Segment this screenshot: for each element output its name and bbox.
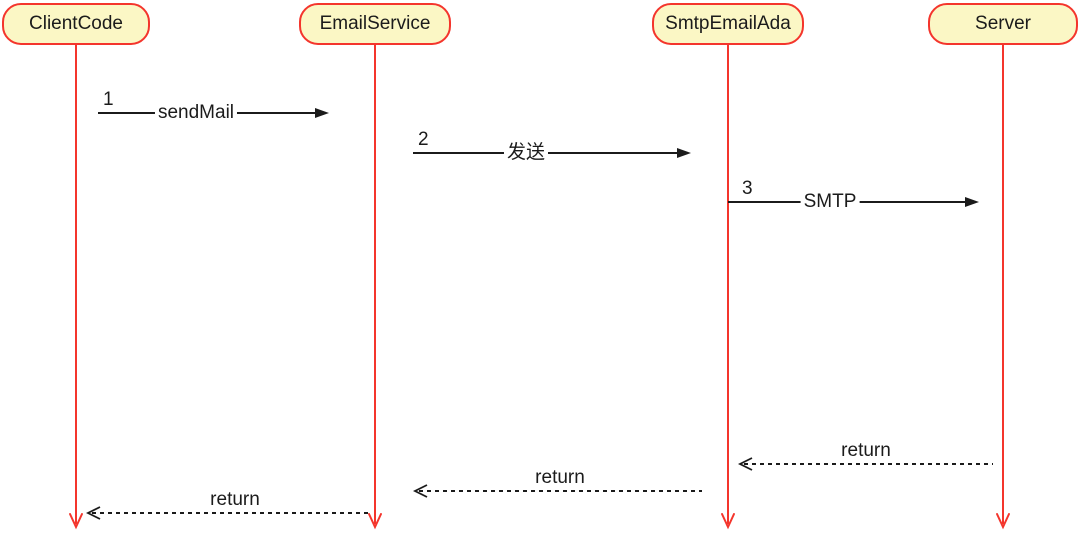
actor-label: EmailService [319, 13, 431, 34]
arrowhead-right-icon [965, 197, 979, 207]
actor-server: Server [928, 3, 1078, 45]
return-3-label: return [210, 489, 260, 510]
actor-emailservice: EmailService [299, 3, 451, 45]
message-1-number: 1 [103, 89, 114, 110]
lifeline-end-arrow-icon [996, 513, 1010, 530]
actor-label: SmtpEmailAda [665, 13, 791, 34]
open-arrowhead-left-icon [412, 484, 428, 498]
lifeline-end-arrow-icon [69, 513, 83, 530]
message-2-number: 2 [418, 129, 429, 150]
message-3-label: SMTP [800, 191, 860, 213]
message-1-label: sendMail [154, 102, 238, 124]
message-2-label: 发送 [503, 142, 549, 164]
arrowhead-right-icon [677, 148, 691, 158]
lifeline-end-arrow-icon [368, 513, 382, 530]
open-arrowhead-left-icon [737, 457, 753, 471]
message-3-number: 3 [742, 178, 753, 199]
actor-clientcode: ClientCode [2, 3, 150, 45]
actor-smtpemailada: SmtpEmailAda [652, 3, 804, 45]
return-1-label: return [841, 440, 891, 461]
actor-label: ClientCode [29, 13, 123, 34]
lifeline-end-arrow-icon [721, 513, 735, 530]
actor-label: Server [975, 13, 1031, 34]
arrowhead-right-icon [315, 108, 329, 118]
open-arrowhead-left-icon [85, 506, 101, 520]
return-2-label: return [535, 467, 585, 488]
